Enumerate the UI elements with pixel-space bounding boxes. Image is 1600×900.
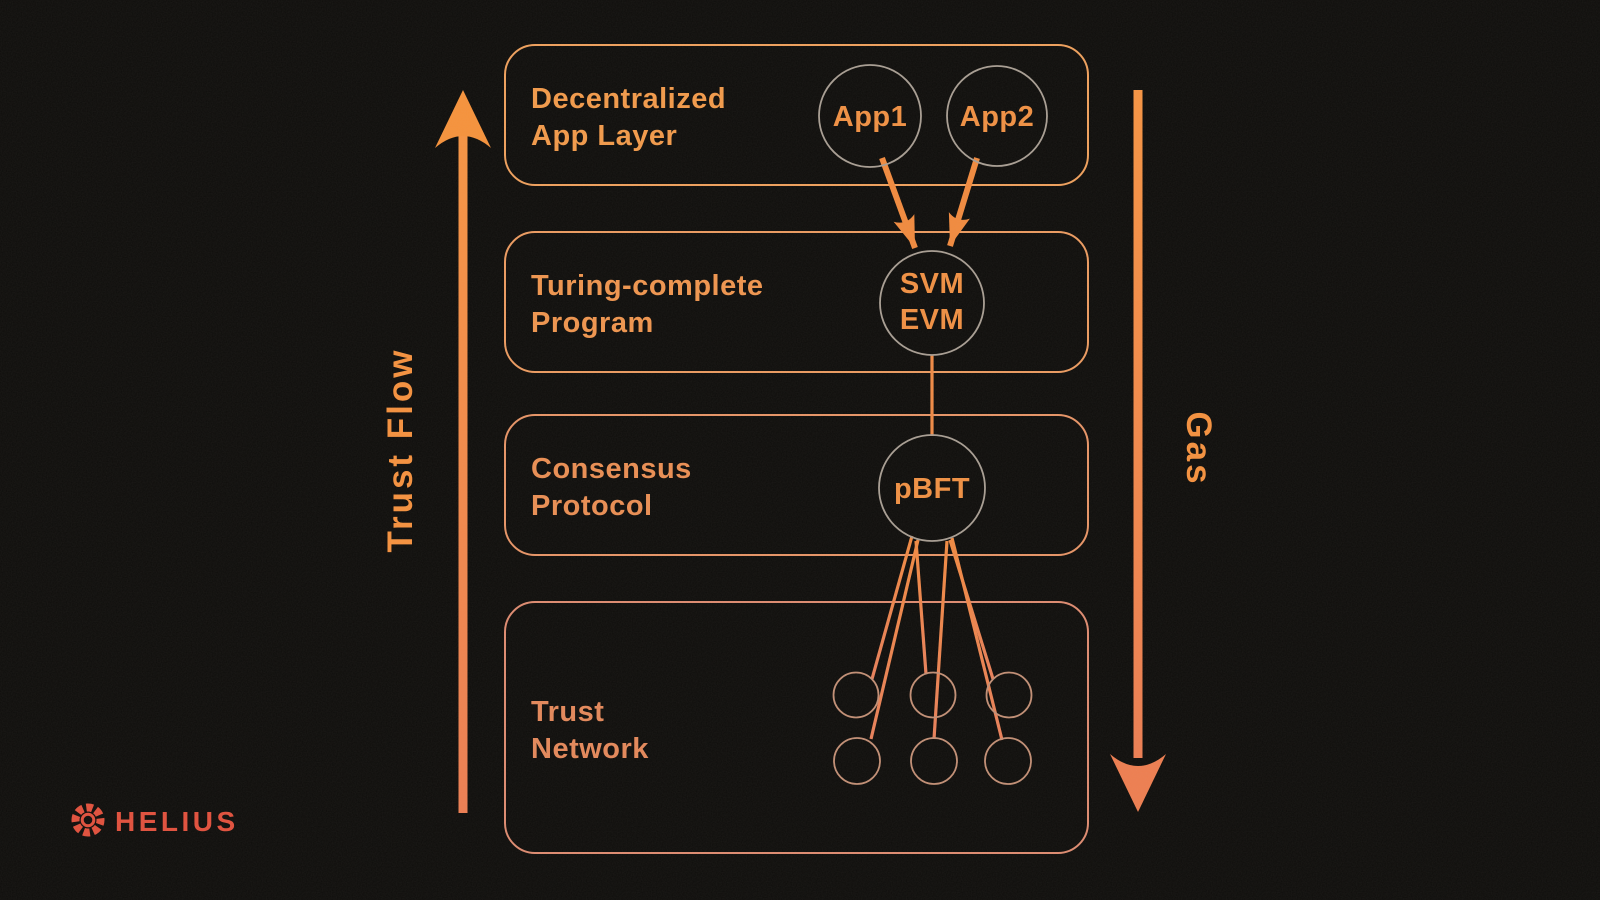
diagram-canvas: Decentralized App Layer Turing-complete … <box>0 0 1600 900</box>
grain-overlay <box>0 0 1600 900</box>
architecture-diagram: Decentralized App Layer Turing-complete … <box>0 0 1600 900</box>
